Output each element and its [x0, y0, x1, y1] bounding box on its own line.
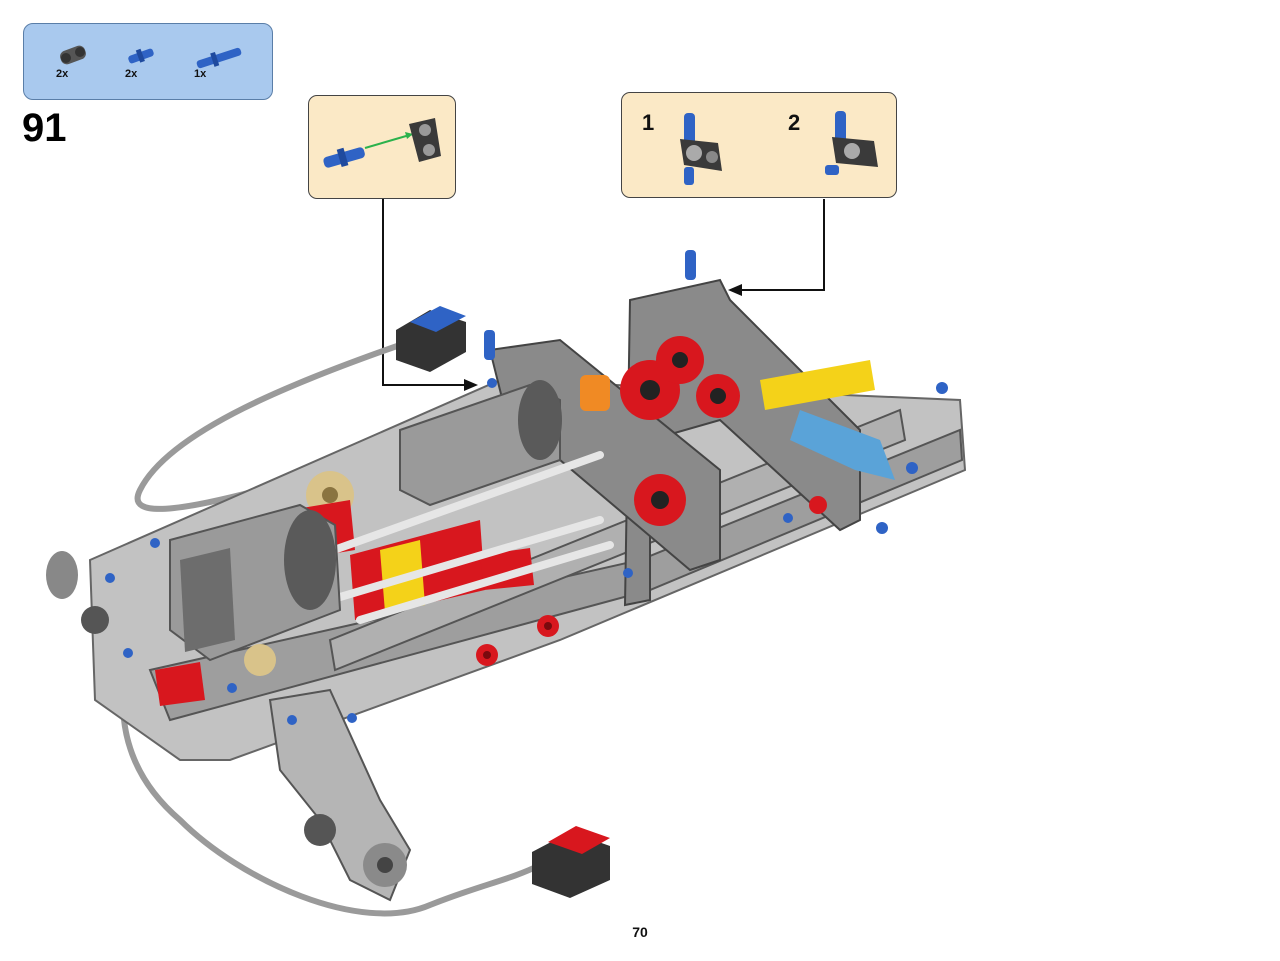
callout-leader-a [382, 199, 465, 386]
large-motor [169, 503, 342, 662]
yellow-liftarm [760, 360, 875, 410]
large-motor [399, 380, 562, 507]
pin-insert-diagram [323, 118, 441, 168]
red-liftarm [155, 662, 205, 706]
wheel-hub [363, 843, 407, 887]
blue-axle-pin [685, 250, 696, 280]
page-number: 70 [632, 924, 648, 940]
red-gear [696, 374, 740, 418]
axle-connector-icon [60, 45, 86, 65]
part-qty: 2x [56, 68, 69, 80]
part-qty: 2x [125, 68, 138, 80]
callout-leader-b [742, 199, 825, 291]
callout-assembly-a [308, 95, 456, 199]
blue-pin [105, 378, 948, 725]
pin-orientation-diagram [680, 111, 878, 185]
orange-connector [580, 375, 610, 411]
parts-list-box: 2x 2x 1x [23, 23, 273, 100]
red-gear [634, 474, 686, 526]
sub-step-number: 1 [642, 110, 655, 135]
part-qty: 1x [194, 68, 207, 80]
wheel-hub [46, 551, 78, 599]
step-number: 91 [22, 106, 67, 150]
gray-gear [304, 814, 336, 846]
sub-step-number: 2 [788, 110, 801, 135]
red-bush [809, 496, 827, 514]
blue-power-plug [396, 306, 466, 372]
long-axle-pin-icon [196, 47, 242, 69]
tan-gear [244, 644, 276, 676]
azure-liftarm [790, 410, 895, 480]
red-bush [476, 644, 498, 666]
blue-axle-pin [484, 330, 495, 360]
callout-assembly-b: 1 2 [621, 92, 897, 198]
arrow-head-icon [464, 379, 478, 391]
arrow-head-icon [728, 284, 742, 296]
red-power-plug [532, 826, 610, 898]
red-gear [656, 336, 704, 384]
short-pin-icon [128, 48, 154, 64]
gray-gear [81, 606, 109, 634]
axles [316, 451, 614, 624]
red-bush [537, 615, 559, 637]
